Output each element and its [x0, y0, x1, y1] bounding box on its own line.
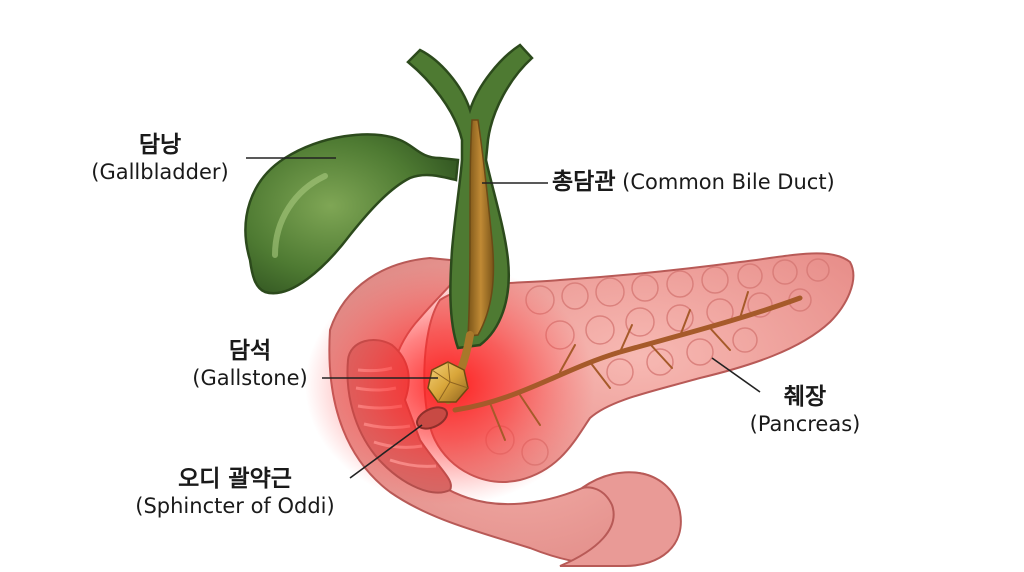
- common-bile-duct-en: (Common Bile Duct): [622, 170, 835, 194]
- sphincter-en: (Sphincter of Oddi): [135, 494, 335, 518]
- sphincter-ko: 오디 괄약근: [178, 466, 292, 492]
- pancreas-ko: 췌장: [783, 384, 827, 410]
- pancreas-leader-line: [711, 357, 761, 393]
- label-sphincter-of-oddi: 오디 괄약근 (Sphincter of Oddi): [120, 466, 350, 520]
- gallbladder-en: (Gallbladder): [91, 160, 229, 184]
- gallbladder-ko: 담낭: [138, 132, 182, 158]
- label-common-bile-duct: 총담관 (Common Bile Duct): [552, 169, 835, 196]
- pancreatic-duct: [452, 291, 803, 441]
- label-gallstone: 담석 (Gallstone): [180, 338, 320, 392]
- gallstone-en: (Gallstone): [192, 366, 308, 390]
- sphincter-leader-line: [349, 424, 423, 479]
- label-gallbladder: 담낭 (Gallbladder): [80, 132, 240, 186]
- gallstone: [427, 361, 469, 403]
- gallstone-ko: 담석: [228, 338, 272, 364]
- label-pancreas: 췌장 (Pancreas): [735, 384, 875, 438]
- sphincter-of-oddi: [416, 406, 448, 430]
- pancreas-en: (Pancreas): [749, 412, 861, 436]
- common-bile-duct-ko: 총담관: [552, 169, 616, 195]
